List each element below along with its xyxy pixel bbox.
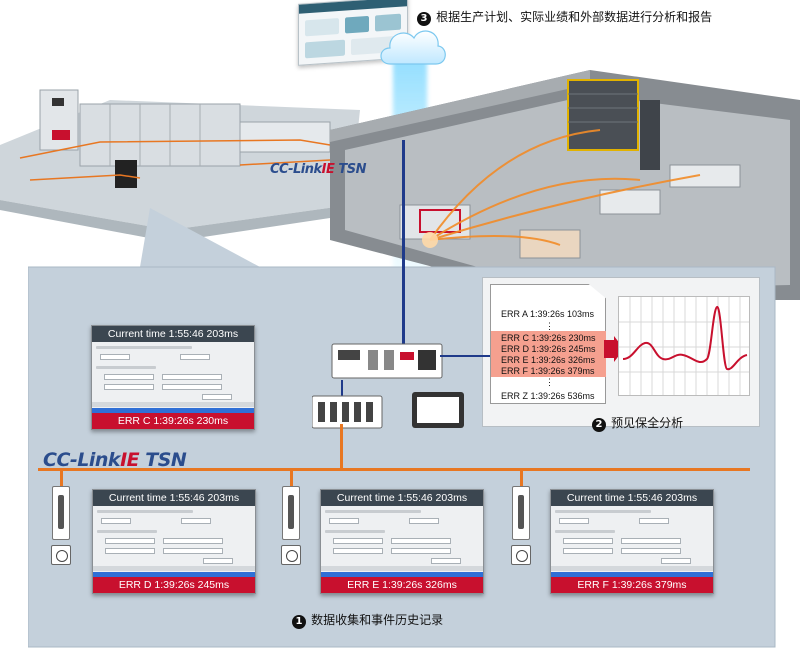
factory-illustration (0, 70, 800, 300)
logo-main-cc: CC-Link (43, 449, 121, 471)
caption-data-collection: 1 数据收集和事件历史记录 (292, 609, 443, 629)
servo-amplifier-d (52, 486, 70, 540)
caption-predictive-maintenance: 2 预见保全分析 (592, 412, 683, 432)
controller-event-history-screen: Current time 1:55:46 203ms ERR C 1:39:26… (91, 325, 255, 430)
device-f-event-history-screen: Current time 1:55:46 203ms ERR F 1:39:26… (550, 489, 714, 594)
servo-amplifier-f (512, 486, 530, 540)
network-bus (38, 468, 750, 471)
log-entry-e: ERR E 1:39:26s 326ms (501, 355, 596, 365)
uplink-line (402, 140, 405, 355)
screen-body (93, 506, 255, 577)
cc-link-ie-tsn-logo: CC-LinkIE TSN (43, 449, 187, 471)
log-entry-f: ERR F 1:39:26s 379ms (501, 366, 595, 376)
plc-controller (312, 343, 464, 429)
caption-predictive-text: 预见保全分析 (611, 416, 684, 430)
log-ellipsis-bottom: ⋮ (545, 377, 554, 387)
error-label: ERR E 1:39:26s 326ms (321, 577, 483, 593)
error-label: ERR C 1:39:26s 230ms (92, 413, 254, 429)
caption-analysis-reporting: 3 根据生产计划、实际业绩和外部数据进行分析和报告 (417, 6, 712, 26)
screen-body (551, 506, 713, 577)
screen-title: Current time 1:55:46 203ms (92, 326, 254, 342)
step-1-badge: 1 (292, 615, 306, 629)
screen-title: Current time 1:55:46 203ms (321, 490, 483, 506)
log-entry-a: ERR A 1:39:26s 103ms (501, 309, 595, 319)
motor-d (51, 545, 71, 565)
network-drop-d (60, 470, 63, 486)
log-ellipsis-top: ⋮ (545, 321, 554, 331)
screen-title: Current time 1:55:46 203ms (551, 490, 713, 506)
caption-data-collection-text: 数据收集和事件历史记录 (311, 613, 444, 627)
logo-small-tsn: TSN (338, 162, 366, 177)
motor-f (511, 545, 531, 565)
error-label: ERR D 1:39:26s 245ms (93, 577, 255, 593)
logo-main-tsn: TSN (145, 449, 187, 471)
log-entry-z: ERR Z 1:39:26s 536ms (501, 391, 595, 401)
logo-small-ie: IE (321, 162, 335, 177)
log-highlight (491, 331, 606, 377)
log-entry-d: ERR D 1:39:26s 245ms (501, 344, 596, 354)
screen-title: Current time 1:55:46 203ms (93, 490, 255, 506)
logo-small-cc: CC-Link (270, 162, 322, 177)
log-entry-c: ERR C 1:39:26s 230ms (501, 333, 596, 343)
device-d-event-history-screen: Current time 1:55:46 203ms ERR D 1:39:26… (92, 489, 256, 594)
cloud-icon (380, 30, 446, 65)
step-2-badge: 2 (592, 418, 606, 432)
logo-main-ie: IE (120, 449, 140, 471)
event-log-document: ERR A 1:39:26s 103ms ⋮ ERR C 1:39:26s 23… (490, 284, 606, 404)
step-3-badge: 3 (417, 12, 431, 26)
servo-amplifier-e (282, 486, 300, 540)
caption-analysis-text: 根据生产计划、实际业绩和外部数据进行分析和报告 (436, 10, 713, 24)
vibration-waveform-chart (618, 296, 750, 396)
cc-link-ie-tsn-logo-small: CC-LinkIE TSN (270, 162, 366, 177)
screen-body (92, 342, 254, 413)
network-drop-f (520, 470, 523, 486)
plc-to-log-link (440, 355, 490, 357)
network-drop-plc (340, 424, 343, 470)
motor-e (281, 545, 301, 565)
error-label: ERR F 1:39:26s 379ms (551, 577, 713, 593)
network-drop-e (290, 470, 293, 486)
screen-body (321, 506, 483, 577)
device-e-event-history-screen: Current time 1:55:46 203ms ERR E 1:39:26… (320, 489, 484, 594)
